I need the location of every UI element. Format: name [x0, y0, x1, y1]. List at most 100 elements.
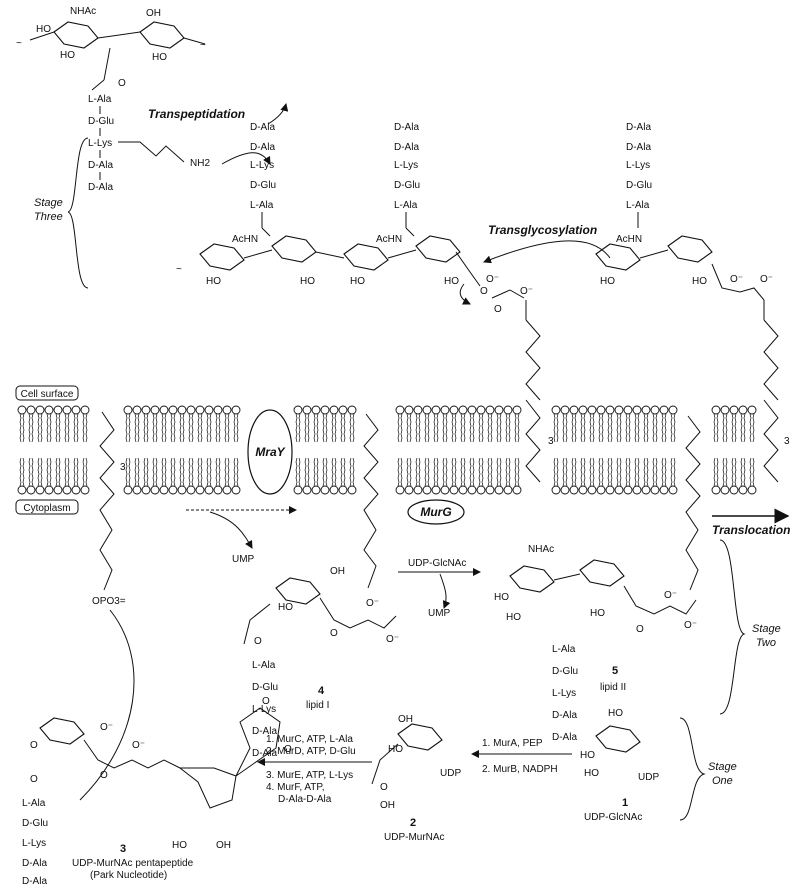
lipid-molecule: [80, 405, 90, 443]
nh2-label: NH2: [190, 158, 210, 169]
svg-text:D-Ala: D-Ala: [252, 748, 277, 759]
lipid-molecule: [293, 405, 303, 443]
svg-text:L-Ala: L-Ala: [250, 200, 274, 211]
transglycosylation-label: Transglycosylation: [488, 223, 597, 237]
svg-text:L-Ala: L-Ala: [252, 660, 276, 671]
lipid-molecule: [347, 457, 357, 495]
svg-text:One: One: [712, 775, 733, 787]
svg-text:L-Lys: L-Lys: [250, 160, 274, 171]
lipid-molecule: [476, 457, 486, 495]
peptide-stem-c: D-Ala D-Ala L-Lys D-Glu L-Ala: [626, 122, 652, 228]
lipid-molecule: [551, 457, 561, 495]
lipid-molecule: [503, 405, 513, 443]
lipid-molecule: [512, 405, 522, 443]
lipid-molecule: [53, 405, 63, 443]
lipid-molecule: [53, 457, 63, 495]
lipid-molecule: [623, 457, 633, 495]
svg-text:O: O: [100, 770, 108, 781]
lipid-molecule: [213, 405, 223, 443]
lipid-molecule: [720, 405, 730, 443]
lipid-molecule: [168, 405, 178, 443]
lipid-molecule: [494, 405, 504, 443]
svg-text:OH: OH: [146, 8, 161, 19]
lipid-molecule: [458, 405, 468, 443]
svg-text:O⁻: O⁻: [486, 274, 499, 285]
svg-text:D-Ala: D-Ala: [250, 122, 275, 133]
lipid-molecule: [213, 457, 223, 495]
lipid-molecule: [44, 405, 54, 443]
lipid-molecule: [168, 457, 178, 495]
svg-text:D-Ala: D-Ala: [626, 122, 651, 133]
nhac-label: NHAc: [70, 6, 96, 17]
lipid-molecule: [729, 457, 739, 495]
svg-text:O⁻: O⁻: [730, 274, 743, 285]
ump-label: UMP: [232, 554, 255, 565]
svg-text:L-Lys: L-Lys: [252, 704, 276, 715]
svg-text:D-Ala: D-Ala: [626, 142, 651, 153]
lipid-molecule: [729, 405, 739, 443]
lipid-molecule: [431, 457, 441, 495]
lipid-molecule: [503, 457, 513, 495]
prenyl-chain-center: [525, 319, 541, 401]
svg-text:O⁻: O⁻: [760, 274, 773, 285]
lipid-molecule: [747, 405, 757, 443]
lipid-molecule: [222, 405, 232, 443]
svg-text:HO: HO: [278, 602, 293, 613]
lipid-molecule: [659, 457, 669, 495]
mray-label: MraY: [255, 445, 285, 459]
lipid-molecule: [641, 457, 651, 495]
peptide-residue: L-Ala: [88, 94, 112, 105]
lipid-molecule: [222, 457, 232, 495]
svg-text:HO: HO: [692, 276, 707, 287]
lipid-molecule: [650, 405, 660, 443]
ump-byproduct: UMP: [428, 608, 451, 619]
svg-text:D-Glu: D-Glu: [626, 180, 652, 191]
lipid-molecule: [560, 405, 570, 443]
lipid-molecule: [177, 457, 187, 495]
murd-reagent: 2. MurD, ATP, D-Glu: [266, 746, 356, 757]
lipid-molecule: [467, 457, 477, 495]
lipid-molecule: [123, 405, 133, 443]
compound-1-structure: HO HO HO UDP 1 UDP-GlcNAc: [580, 708, 659, 823]
lipid-molecule: [71, 457, 81, 495]
lipid-molecule: [329, 457, 339, 495]
compound-2-number: 2: [410, 817, 416, 829]
svg-text:HO: HO: [350, 276, 365, 287]
prenyl-chain-right: [763, 319, 779, 401]
lipid-molecule: [338, 457, 348, 495]
lipid-molecule: [141, 405, 151, 443]
mray-enzyme: [247, 409, 293, 495]
lipid-ii-chain: [685, 415, 701, 591]
svg-text:D-Ala: D-Ala: [250, 142, 275, 153]
lipid-molecule: [569, 405, 579, 443]
svg-text:O: O: [284, 744, 292, 755]
lipid-molecule: [512, 457, 522, 495]
lipid-molecule: [347, 405, 357, 443]
mura-reagent: 1. MurA, PEP: [482, 738, 543, 749]
svg-text:O: O: [118, 78, 126, 89]
svg-text:~: ~: [16, 38, 22, 49]
lipid-molecule: [17, 405, 27, 443]
lipid-molecule: [195, 405, 205, 443]
svg-text:O⁻: O⁻: [386, 634, 399, 645]
svg-text:D-Ala: D-Ala: [394, 142, 419, 153]
lipid-molecule: [440, 405, 450, 443]
svg-text:O⁻: O⁻: [366, 598, 379, 609]
cytoplasm-label: Cytoplasm: [23, 503, 70, 514]
svg-text:L-Ala: L-Ala: [394, 200, 418, 211]
svg-text:D-Ala: D-Ala: [22, 858, 47, 869]
lipid-molecule: [569, 457, 579, 495]
transglycosylation-arrow: [483, 240, 611, 264]
murf-reagent: 4. MurF, ATP,: [266, 782, 325, 793]
lipid-molecule: [302, 405, 312, 443]
svg-text:HO: HO: [580, 750, 595, 761]
lipid-i-chain: [363, 413, 379, 589]
lipid-molecule: [596, 405, 606, 443]
lipid-molecule: [467, 405, 477, 443]
compound-4-number: 4: [318, 685, 325, 697]
svg-text:L-Lys: L-Lys: [552, 688, 576, 699]
udp-glcnac-reagent: UDP-GlcNAc: [408, 558, 466, 569]
cytoplasm-box: [15, 499, 79, 515]
